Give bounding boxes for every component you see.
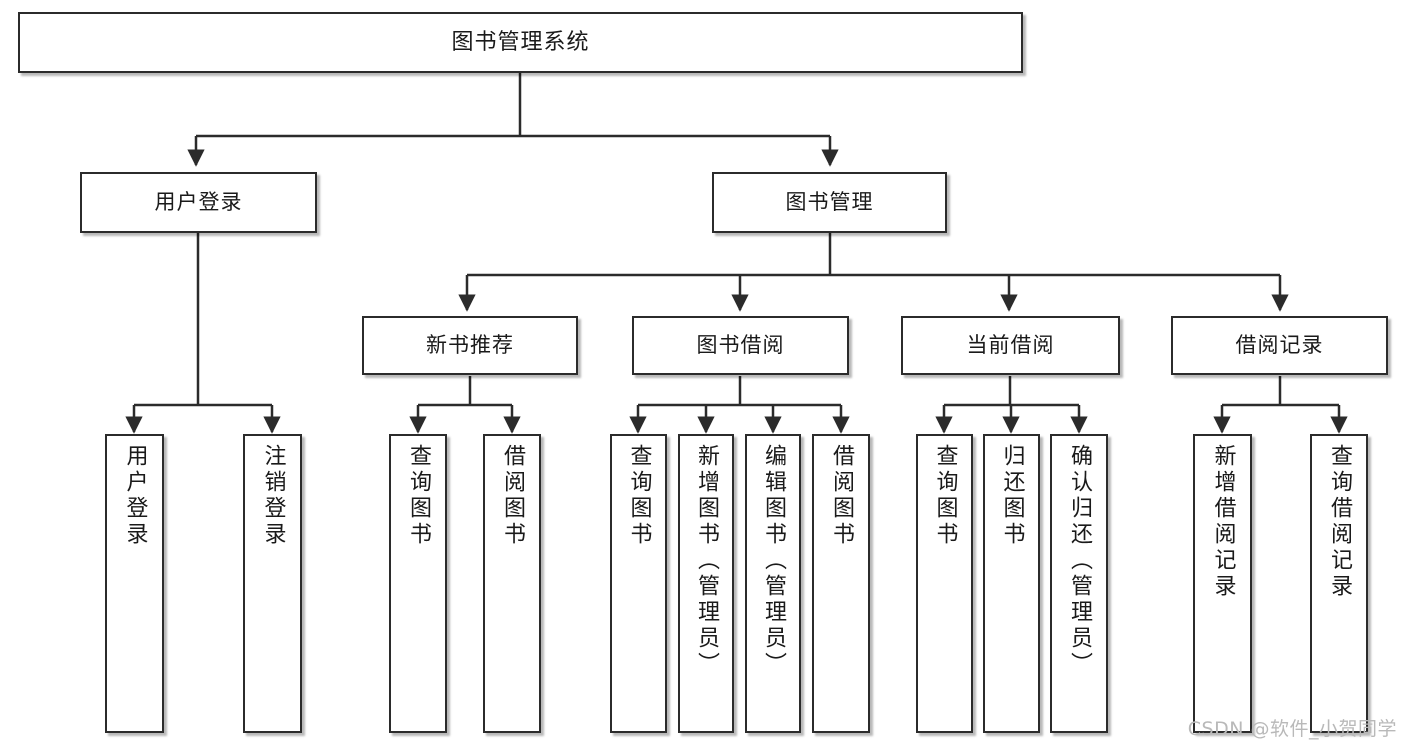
leaf-book-borrow-add[interactable]: 新增图书（管理员） — [678, 434, 734, 733]
leaf-new-book-query[interactable]: 查询图书 — [389, 434, 447, 733]
node-root-book-management-system[interactable]: 图书管理系统 — [18, 12, 1023, 73]
node-borrow-record[interactable]: 借阅记录 — [1171, 316, 1388, 375]
node-label: 查询图书 — [932, 444, 958, 548]
node-book-borrow[interactable]: 图书借阅 — [632, 316, 849, 375]
node-book-management[interactable]: 图书管理 — [712, 172, 947, 233]
leaf-current-borrow-query[interactable]: 查询图书 — [916, 434, 973, 733]
node-label: 图书管理系统 — [451, 29, 590, 55]
node-label: 图书借阅 — [696, 333, 785, 358]
node-label: 查询图书 — [406, 444, 431, 548]
node-new-book-recommend[interactable]: 新书推荐 — [362, 316, 578, 375]
node-label: 确认归还（管理员） — [1067, 444, 1092, 678]
node-label: 查询借阅记录 — [1327, 444, 1352, 600]
node-label: 当前借阅 — [966, 333, 1055, 358]
node-label: 新增图书（管理员） — [694, 444, 719, 678]
leaf-borrow-record-add[interactable]: 新增借阅记录 — [1193, 434, 1252, 733]
node-label: 新增借阅记录 — [1210, 444, 1236, 600]
leaf-user-login-login[interactable]: 用户登录 — [105, 434, 164, 733]
node-current-borrow[interactable]: 当前借阅 — [901, 316, 1120, 375]
leaf-book-borrow-query[interactable]: 查询图书 — [610, 434, 667, 733]
leaf-current-borrow-confirm-return[interactable]: 确认归还（管理员） — [1050, 434, 1108, 733]
node-label: 借阅图书 — [500, 444, 525, 548]
leaf-book-borrow-edit[interactable]: 编辑图书（管理员） — [745, 434, 801, 733]
node-label: 借阅记录 — [1235, 333, 1324, 358]
node-label: 编辑图书（管理员） — [761, 444, 786, 678]
leaf-current-borrow-return[interactable]: 归还图书 — [983, 434, 1040, 733]
leaf-book-borrow-borrow[interactable]: 借阅图书 — [812, 434, 870, 733]
node-label: 借阅图书 — [829, 444, 854, 548]
node-label: 用户登录 — [122, 444, 148, 548]
node-label: 查询图书 — [626, 444, 652, 548]
watermark-text: CSDN @软件_小贺同学 — [1187, 718, 1397, 740]
node-label: 图书管理 — [785, 190, 874, 215]
leaf-new-book-borrow[interactable]: 借阅图书 — [483, 434, 541, 733]
leaf-borrow-record-query[interactable]: 查询借阅记录 — [1310, 434, 1368, 733]
node-label: 注销登录 — [260, 444, 286, 548]
node-label: 用户登录 — [154, 190, 243, 215]
node-label: 新书推荐 — [426, 333, 514, 358]
node-label: 归还图书 — [999, 444, 1025, 548]
node-user-login[interactable]: 用户登录 — [80, 172, 317, 233]
leaf-user-login-logout[interactable]: 注销登录 — [243, 434, 302, 733]
